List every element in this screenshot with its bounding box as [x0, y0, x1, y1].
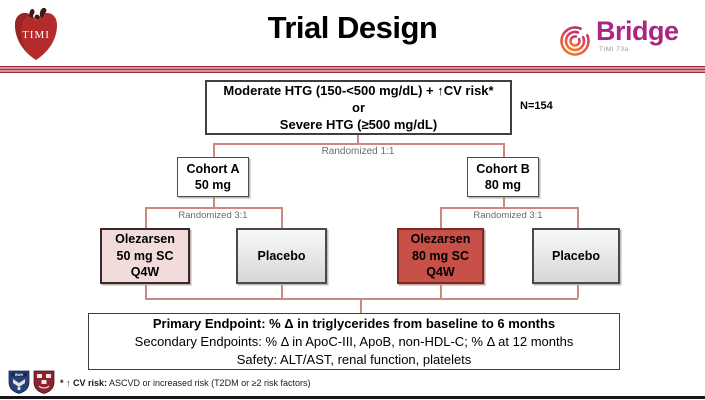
timi-heart-icon: TIMI — [15, 7, 57, 61]
hms-crest-icon — [33, 370, 55, 399]
randomized-3-1-right-label: Randomized 3:1 — [473, 210, 543, 221]
bottom-border — [0, 396, 705, 399]
svg-text:BWH: BWH — [15, 373, 24, 377]
endpoints-box: Primary Endpoint: % Δ in triglycerides f… — [88, 313, 620, 370]
header-divider — [0, 66, 705, 74]
eligibility-line1: Moderate HTG (150-<500 mg/dL) + ↑CV risk… — [223, 83, 494, 98]
connector-line — [213, 143, 215, 157]
sample-size-label: N=154 — [520, 100, 553, 112]
connector-line — [440, 207, 442, 228]
connector-line — [145, 285, 147, 298]
olezarsen-50-line3: Q4W — [130, 265, 160, 280]
cohort-b-box: Cohort B 80 mg — [467, 157, 539, 197]
cohort-b-dose: 80 mg — [484, 178, 522, 192]
bridge-subtitle: TIMI 73a — [599, 46, 629, 53]
cohort-a-box: Cohort A 50 mg — [177, 157, 249, 197]
connector-line — [360, 298, 362, 313]
page-title: Trial Design — [267, 10, 438, 45]
placebo-a-box: Placebo — [236, 228, 327, 284]
connector-line — [440, 207, 578, 209]
connector-line — [503, 197, 505, 207]
placebo-b-box: Placebo — [532, 228, 620, 284]
timi-logo: TIMI — [12, 5, 60, 63]
placebo-b-label: Placebo — [552, 248, 600, 263]
connector-line — [213, 143, 504, 145]
secondary-endpoints: Secondary Endpoints: % Δ in ApoC-III, Ap… — [134, 333, 574, 349]
randomized-1-1-label: Randomized 1:1 — [321, 146, 395, 157]
footnote-text: ASCVD or increased risk (T2DM or ≥2 risk… — [107, 378, 311, 388]
cv-risk-footnote: * ↑ CV risk: ASCVD or increased risk (T2… — [60, 378, 311, 388]
connector-line — [281, 285, 283, 298]
cohort-b-name: Cohort B — [476, 162, 530, 176]
connector-line — [503, 143, 505, 157]
primary-endpoint: Primary Endpoint: % Δ in triglycerides f… — [152, 315, 556, 331]
olezarsen-50-line2: 50 mg SC — [116, 248, 174, 263]
eligibility-box: Moderate HTG (150-<500 mg/dL) + ↑CV risk… — [205, 80, 512, 135]
randomized-3-1-left-label: Randomized 3:1 — [178, 210, 248, 221]
olezarsen-50-line1: Olezarsen — [115, 232, 175, 247]
cohort-a-name: Cohort A — [186, 162, 240, 176]
connector-line — [577, 285, 579, 298]
connector-line — [577, 207, 579, 228]
cohort-a-dose: 50 mg — [194, 178, 232, 192]
footnote-label: CV risk: — [73, 378, 108, 388]
olezarsen-50-box: Olezarsen 50 mg SC Q4W — [100, 228, 190, 284]
bridge-rings-icon — [560, 26, 590, 56]
footnote-asterisk: * ↑ — [60, 378, 74, 388]
connector-line — [145, 207, 147, 228]
connector-line — [145, 207, 282, 209]
connector-line — [145, 298, 578, 300]
eligibility-line3: Severe HTG (≥500 mg/dL) — [279, 117, 438, 132]
eligibility-line2: or — [352, 100, 365, 115]
olezarsen-80-line1: Olezarsen — [410, 232, 471, 247]
olezarsen-80-line2: 80 mg SC — [412, 248, 469, 263]
safety-endpoints: Safety: ALT/AST, renal function, platele… — [236, 351, 472, 367]
connector-line — [281, 207, 283, 228]
bridge-logo: Bridge TIMI 73a — [556, 16, 696, 62]
bridge-wordmark: Bridge — [596, 16, 679, 46]
olezarsen-80-box: Olezarsen 80 mg SC Q4W — [397, 228, 484, 284]
placebo-a-label: Placebo — [257, 248, 306, 263]
svg-text:TIMI: TIMI — [22, 29, 50, 41]
connector-line — [440, 285, 442, 298]
connector-line — [213, 197, 215, 207]
connector-line — [357, 135, 359, 143]
olezarsen-80-line3: Q4W — [426, 265, 455, 280]
bwh-shield-icon: BWH — [8, 370, 30, 399]
